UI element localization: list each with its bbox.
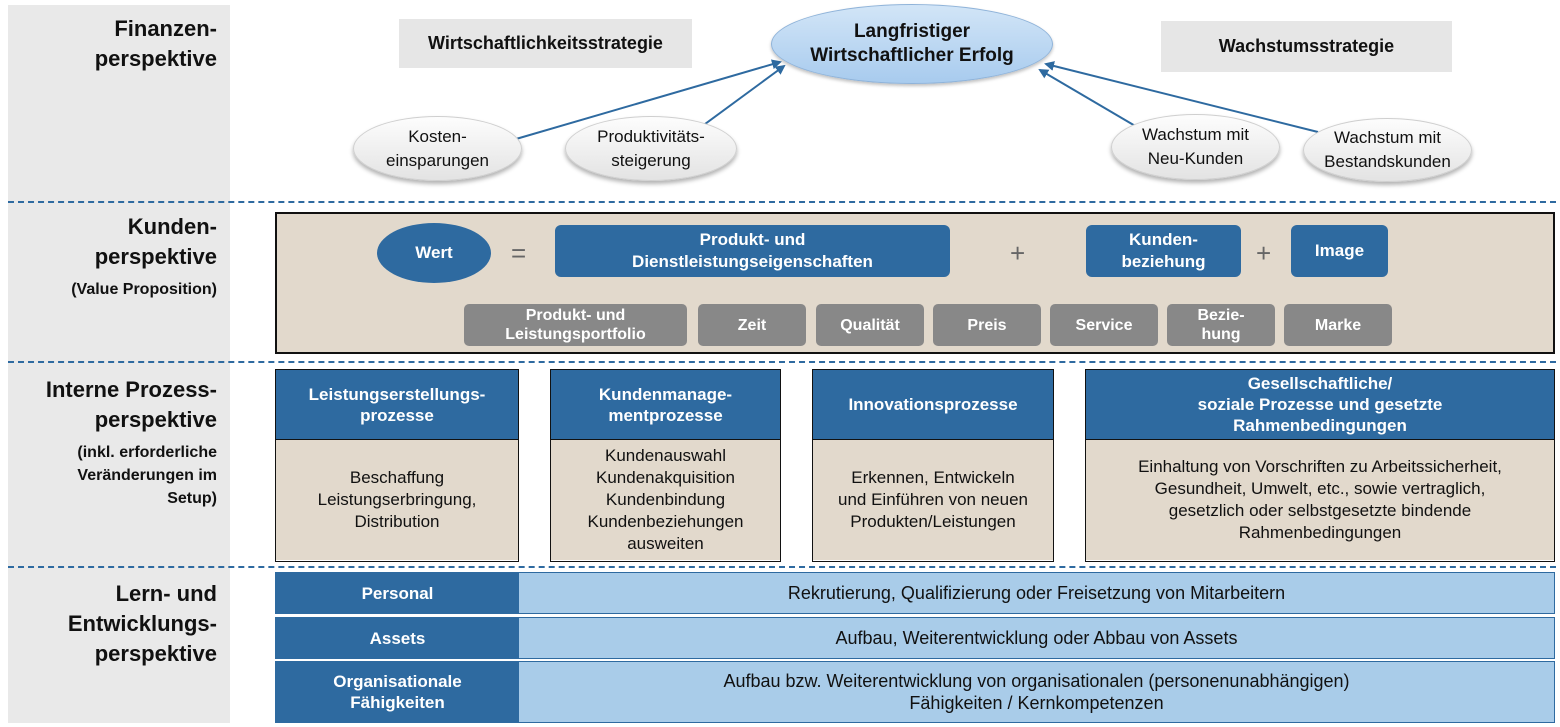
process-innovation: Innovationsprozesse Erkennen, Entwickeln…: [812, 369, 1054, 562]
customer-relation-node: Kunden- beziehung: [1086, 225, 1241, 277]
attr-label: Produkt- und Leistungsportfolio: [505, 307, 646, 343]
process-title: Kundenmanage- mentprozesse: [551, 370, 780, 440]
attr-service: Service: [1050, 304, 1158, 346]
learning-body: Aufbau, Weiterentwicklung oder Abbau von…: [519, 618, 1554, 658]
learning-title-text: Assets: [369, 628, 426, 648]
perspective-sidebar: [8, 5, 230, 723]
process-body-text: Erkennen, Entwickeln und Einführen von n…: [838, 468, 1028, 531]
attr-time: Zeit: [698, 304, 806, 346]
equals-sign: =: [511, 238, 526, 269]
plus-text: +: [1256, 238, 1272, 268]
strategy-growth-label: Wachstumsstrategie: [1218, 36, 1395, 56]
learning-title-text: Personal: [361, 583, 434, 603]
attr-price: Preis: [933, 304, 1041, 346]
label-process: Interne Prozess- perspektive (inkl. erfo…: [46, 375, 217, 510]
learning-body: Rekrutierung, Qualifizierung oder Freise…: [519, 573, 1554, 613]
goal-long-term-success: Langfristiger Wirtschaftlicher Erfolg: [771, 4, 1053, 84]
attr-label: Preis: [967, 316, 1007, 334]
label-finance-text: Finanzen- perspektive: [94, 16, 217, 71]
value-node: Wert: [377, 223, 491, 283]
process-production: Leistungserstellungs- prozesse Beschaffu…: [275, 369, 519, 562]
process-title-text: Gesellschaftliche/ soziale Prozesse und …: [1197, 374, 1443, 435]
strategy-growth: Wachstumsstrategie: [1161, 21, 1452, 72]
learning-title: Personal: [276, 573, 519, 613]
label-finance: Finanzen- perspektive: [95, 14, 217, 74]
label-process-text: Interne Prozess- perspektive: [45, 377, 217, 432]
label-learning-text: Lern- und Entwicklungs- perspektive: [67, 581, 217, 666]
attr-portfolio: Produkt- und Leistungsportfolio: [464, 304, 687, 346]
attr-label: Service: [1075, 316, 1133, 334]
process-customer-management: Kundenmanage- mentprozesse Kundenauswahl…: [550, 369, 781, 562]
learning-row-personnel: Personal Rekrutierung, Qualifizierung od…: [275, 572, 1555, 614]
attr-label: Zeit: [737, 316, 767, 334]
process-body: Erkennen, Entwickeln und Einführen von n…: [813, 440, 1053, 560]
attr-label: Marke: [1314, 316, 1362, 334]
plus-sign-2: +: [1256, 238, 1271, 269]
image-node: Image: [1291, 225, 1388, 277]
attr-quality: Qualität: [816, 304, 924, 346]
goal-label: Langfristiger Wirtschaftlicher Erfolg: [810, 21, 1014, 66]
driver-existing-customers: Wachstum mit Bestandskunden: [1303, 118, 1472, 182]
process-title-text: Innovationsprozesse: [848, 395, 1018, 414]
process-title-text: Leistungserstellungs- prozesse: [308, 384, 486, 425]
learning-body: Aufbau bzw. Weiterentwicklung von organi…: [519, 662, 1554, 722]
attr-relation: Bezie- hung: [1167, 304, 1275, 346]
label-customer: Kunden- perspektive (Value Proposition): [71, 212, 217, 301]
plus-sign-1: +: [1010, 238, 1025, 269]
driver-new-customers: Wachstum mit Neu-Kunden: [1111, 114, 1280, 180]
learning-body-text: Aufbau, Weiterentwicklung oder Abbau von…: [835, 628, 1238, 648]
plus-text: +: [1010, 238, 1026, 268]
customer-relation-label: Kunden- beziehung: [1121, 230, 1206, 271]
learning-row-assets: Assets Aufbau, Weiterentwicklung oder Ab…: [275, 617, 1555, 659]
attr-label: Qualität: [840, 316, 900, 334]
label-customer-text: Kunden- perspektive: [94, 214, 217, 269]
divider-process-learning: [8, 566, 1556, 568]
learning-title: Organisationale Fähigkeiten: [276, 662, 519, 722]
process-body-text: Einhaltung von Vorschriften zu Arbeitssi…: [1138, 457, 1502, 542]
divider-finance-customer: [8, 201, 1556, 203]
process-title: Gesellschaftliche/ soziale Prozesse und …: [1086, 370, 1554, 440]
learning-body-text: Aufbau bzw. Weiterentwicklung von organi…: [723, 671, 1350, 713]
driver-cost-savings: Kosten- einsparungen: [353, 116, 522, 181]
label-customer-sub: (Value Proposition): [71, 281, 217, 298]
process-title: Innovationsprozesse: [813, 370, 1053, 440]
product-properties-label: Produkt- und Dienstleistungseigenschafte…: [632, 230, 873, 271]
driver-label: Produktivitäts- steigerung: [597, 126, 705, 170]
process-body: Beschaffung Leistungserbringung, Distrib…: [276, 440, 518, 560]
driver-label: Wachstum mit Bestandskunden: [1324, 128, 1451, 171]
driver-productivity: Produktivitäts- steigerung: [565, 116, 737, 181]
attr-brand: Marke: [1284, 304, 1392, 346]
label-learning: Lern- und Entwicklungs- perspektive: [68, 579, 217, 669]
process-body-text: Beschaffung Leistungserbringung, Distrib…: [317, 468, 477, 531]
learning-title: Assets: [276, 618, 519, 658]
process-title-text: Kundenmanage- mentprozesse: [598, 384, 733, 425]
driver-label: Kosten- einsparungen: [385, 126, 490, 170]
attr-label: Bezie- hung: [1197, 307, 1245, 343]
strategy-efficiency-label: Wirtschaftlichkeitsstrategie: [428, 33, 663, 53]
learning-title-text: Organisationale Fähigkeiten: [333, 672, 462, 712]
divider-customer-process: [8, 361, 1556, 363]
value-label: Wert: [415, 243, 453, 262]
process-body-text: Kundenauswahl Kundenakquisition Kundenbi…: [587, 446, 744, 553]
strategy-efficiency: Wirtschaftlichkeitsstrategie: [399, 19, 692, 68]
learning-body-text: Rekrutierung, Qualifizierung oder Freise…: [787, 583, 1286, 603]
image-label: Image: [1314, 241, 1365, 260]
equals-text: =: [511, 238, 527, 268]
process-social: Gesellschaftliche/ soziale Prozesse und …: [1085, 369, 1555, 562]
product-properties-node: Produkt- und Dienstleistungseigenschafte…: [555, 225, 950, 277]
process-body: Kundenauswahl Kundenakquisition Kundenbi…: [551, 440, 780, 560]
process-title: Leistungserstellungs- prozesse: [276, 370, 518, 440]
label-process-sub: (inkl. erforderliche Veränderungen im Se…: [77, 444, 217, 507]
learning-row-capabilities: Organisationale Fähigkeiten Aufbau bzw. …: [275, 661, 1555, 723]
driver-label: Wachstum mit Neu-Kunden: [1141, 125, 1250, 168]
process-body: Einhaltung von Vorschriften zu Arbeitssi…: [1086, 440, 1554, 560]
